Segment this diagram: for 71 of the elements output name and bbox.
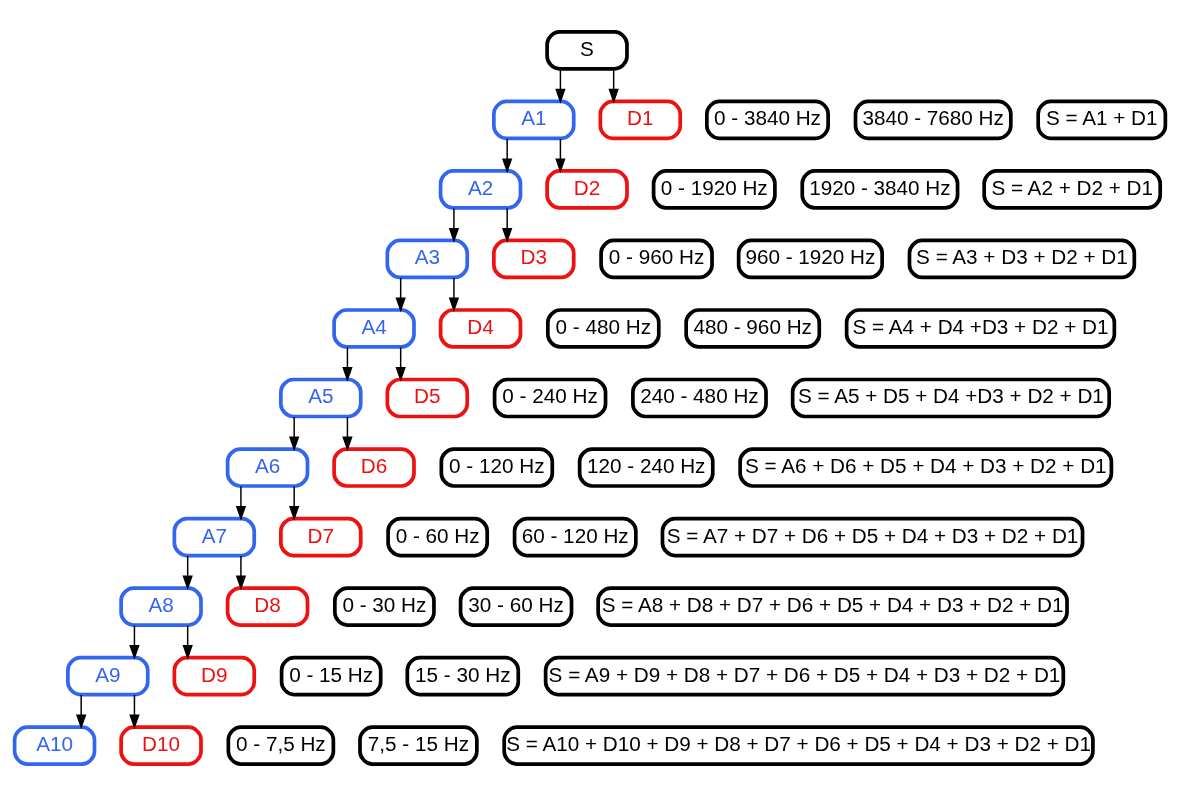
arrow (129, 624, 140, 660)
node-box: D1 (598, 99, 683, 141)
arrow (395, 346, 406, 382)
node-box: D4 (438, 308, 523, 349)
node-box: S = A1 + D1 (1036, 99, 1168, 141)
node-box: 3840 - 7680 Hz (853, 99, 1013, 141)
arrow (502, 138, 513, 174)
arrow (235, 555, 247, 591)
node-box: 240 - 480 Hz (631, 377, 768, 419)
node-box: A8 (119, 586, 203, 627)
node-box: 15 - 30 Hz (405, 655, 521, 697)
arrow (129, 694, 140, 730)
node-box: 60 - 120 Hz (512, 516, 638, 558)
node-box: D2 (545, 169, 629, 210)
node-box: D3 (492, 238, 576, 280)
node-box: A1 (492, 99, 576, 141)
node-box: S = A8 + D8 + D7 + D6 + D5 + D4 + D3 + D2 + D1 (596, 586, 1069, 627)
node-box: 1920 - 3840 Hz (800, 169, 960, 210)
node-box: S = A10 + D10 + D9 + D8 + D7 + D6 + D5 + D4 + D3 + D2 + D1 (502, 725, 1095, 766)
node-box: A7 (172, 516, 257, 558)
arrow (608, 68, 619, 104)
arrow (289, 416, 300, 452)
arrow (182, 555, 193, 591)
arrow (502, 207, 513, 243)
node-box: 0 - 960 Hz (599, 238, 714, 280)
arrow (235, 485, 247, 521)
node-box: A3 (385, 238, 470, 280)
node-box: 0 - 7,5 Hz (226, 725, 336, 766)
node-box: 120 - 240 Hz (577, 447, 715, 488)
node-box: 0 - 240 Hz (492, 377, 608, 419)
node-box: S = A5 + D5 + D4 +D3 + D2 + D1 (790, 377, 1111, 419)
arrow (448, 277, 460, 313)
node-box: 0 - 120 Hz (439, 447, 555, 488)
node-box: 0 - 15 Hz (279, 655, 383, 697)
node-box: A4 (332, 308, 416, 349)
node-box: 7,5 - 15 Hz (358, 725, 479, 766)
node-box: A6 (225, 447, 310, 488)
node-box: 960 - 1920 Hz (736, 238, 884, 280)
node-box: S = A2 + D2 + D1 (982, 169, 1163, 210)
node-box: D10 (119, 725, 203, 766)
node-box: D8 (225, 586, 310, 627)
node-box: 30 - 60 Hz (458, 586, 574, 627)
node-box: A9 (66, 655, 150, 697)
arrow (555, 68, 566, 104)
node-box: S = A6 + D6 + D5 + D4 + D3 + D2 + D1 (738, 447, 1114, 488)
node-box: 0 - 30 Hz (333, 586, 436, 627)
arrow (342, 346, 353, 382)
node-box: 0 - 3840 Hz (705, 99, 830, 141)
node-box: A5 (279, 377, 363, 419)
node-box: S = A7 + D7 + D6 + D5 + D4 + D3 + D2 + D1 (660, 516, 1085, 558)
arrow (289, 485, 300, 521)
node-box: 0 - 60 Hz (386, 516, 490, 558)
node-box: 480 - 960 Hz (684, 308, 822, 349)
arrow (395, 277, 406, 313)
arrow (448, 207, 460, 243)
node-box: D6 (332, 447, 416, 488)
node-box: D9 (172, 655, 257, 697)
arrow (555, 138, 566, 174)
node-box: S = A9 + D9 + D8 + D7 + D6 + D5 + D4 + D3 + D2 + D1 (543, 655, 1066, 697)
node-box: 0 - 480 Hz (546, 308, 661, 349)
node-box: D7 (279, 516, 363, 558)
node-box: S = A3 + D3 + D2 + D1 (907, 238, 1137, 280)
node-box: 0 - 1920 Hz (651, 169, 777, 210)
arrow (76, 694, 87, 730)
node-box: A10 (12, 725, 97, 766)
arrow (182, 624, 193, 660)
node-box: S = A4 + D4 +D3 + D2 + D1 (844, 308, 1117, 349)
node-box: D5 (385, 377, 470, 419)
arrow (342, 416, 353, 452)
node-box: A2 (438, 169, 523, 210)
node-box: S (545, 30, 629, 71)
